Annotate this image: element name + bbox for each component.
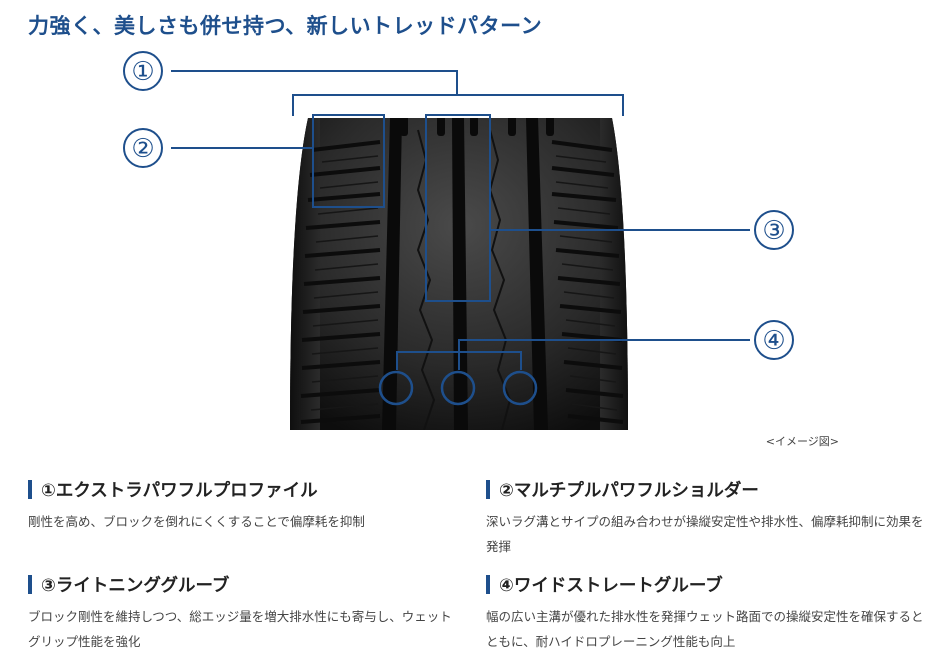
heading-bar [28, 574, 32, 594]
feature-4-description: 幅の広い主溝が優れた排水性を発揮ウェット路面での操縦安定性を確保するとともに、耐… [486, 609, 924, 649]
callout-4-line [458, 339, 750, 370]
callout-3: ③ [425, 114, 794, 302]
shoulder-lugs [300, 140, 624, 424]
feature-2-heading-text: ②マルチプルパワフルショルダー [499, 480, 759, 501]
heading-bar [486, 479, 490, 499]
callout-1-label: ① [131, 57, 154, 87]
image-caption: <イメージ図> [765, 435, 839, 448]
callout-4-ring-center [440, 370, 476, 406]
feature-1-heading-text: ①エクストラパワフルプロファイル [41, 480, 318, 501]
callout-1-line [171, 70, 458, 95]
feature-1-description: 剛性を高め、ブロックを倒れにくくすることで偏摩耗を抑制 [28, 514, 365, 529]
lightning-grooves [416, 129, 512, 430]
tire-image [290, 118, 628, 430]
callout-4-ring-right [502, 370, 538, 406]
callout-2: ② [123, 114, 385, 208]
feature-3-heading-text: ③ライトニンググルーブ [41, 575, 230, 596]
callout-4: ④ [378, 320, 794, 406]
feature-1: ①エクストラパワフルプロファイル 剛性を高め、ブロックを倒れにくくすることで偏摩… [28, 476, 448, 534]
callout-3-label: ③ [762, 216, 785, 246]
callout-4-ring-left [378, 370, 414, 406]
feature-4: ④ワイドストレートグルーブ 幅の広い主溝が優れた排水性を発揮ウェット路面での操縦… [486, 571, 924, 654]
heading-bar [486, 574, 490, 594]
callout-1: ① [123, 51, 624, 116]
feature-2-heading: ②マルチプルパワフルショルダー [486, 476, 924, 502]
feature-4-heading-text: ④ワイドストレートグルーブ [499, 575, 723, 596]
top-notches [400, 118, 554, 136]
callout-1-bracket [292, 94, 624, 116]
feature-3: ③ライトニンググルーブ ブロック剛性を維持しつつ、総エッジ量を増大排水性にも寄与… [28, 571, 464, 654]
callout-3-box [425, 114, 491, 302]
sipes [310, 155, 618, 411]
callout-2-box [312, 114, 385, 208]
feature-4-heading: ④ワイドストレートグルーブ [486, 571, 924, 597]
feature-2: ②マルチプルパワフルショルダー 深いラグ溝とサイプの組み合わせが操縦安定性や排水… [486, 476, 924, 559]
feature-3-heading: ③ライトニンググルーブ [28, 571, 464, 597]
tread-diagram: ① ② ③ ④ [123, 51, 794, 430]
feature-3-description: ブロック剛性を維持しつつ、総エッジ量を増大排水性にも寄与し、ウェットグリップ性能… [28, 609, 452, 649]
feature-2-description: 深いラグ溝とサイプの組み合わせが操縦安定性や排水性、偏摩耗抑制に効果を発揮 [486, 514, 924, 554]
feature-1-heading: ①エクストラパワフルプロファイル [28, 476, 448, 502]
callout-4-label: ④ [762, 326, 785, 356]
heading-bar [28, 479, 32, 499]
callout-2-label: ② [131, 134, 154, 164]
page-title: 力強く、美しさも併せ持つ、新しいトレッドパターン [28, 14, 543, 38]
